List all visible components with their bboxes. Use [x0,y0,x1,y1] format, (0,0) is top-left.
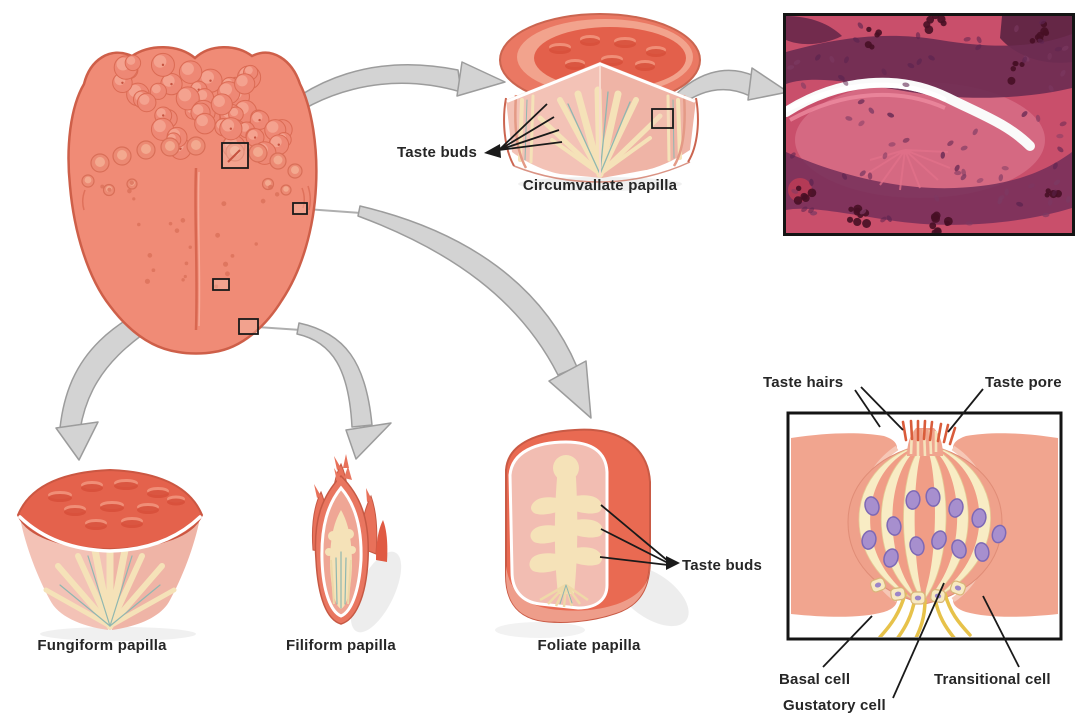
foliate-taste-bud-tree [529,455,603,608]
foliate-illustration [495,428,689,638]
taste-hairs-graphic [901,419,957,446]
label-transitional-cell: Transitional cell [934,671,1051,688]
marker-foliate-region [292,202,308,215]
arrow-tongue-to-filiform [256,322,392,460]
arrow-tongue-to-foliate [305,205,592,419]
median-sulcus [194,167,198,331]
label-fungiform-papilla: Fungiform papilla [37,637,167,654]
label-circumvallate-papilla: Circumvallate papilla [522,177,678,194]
gustatory-nuclei [861,487,1007,568]
taste-buds-circumvallate-pointers [484,103,563,158]
filiform-illustration [311,454,402,633]
circumvallate-illustration [499,13,701,191]
lateral-ridges [81,185,312,211]
fungiform-illustration [16,468,204,641]
taste-bud-cells [858,449,991,600]
micrograph-radiating-cells [864,149,951,191]
fungiform-taste-structures [43,543,177,630]
micrograph-cell-clusters [793,16,1062,233]
label-gustatory-cell: Gustatory cell [783,697,886,714]
label-filiform-papilla: Filiform papilla [286,637,396,654]
marker-circumvallate-taste-bud [651,108,674,129]
taste-hairs-pointer-2 [860,386,904,431]
taste-bud-illustration [786,411,1063,641]
pointer-lines [484,103,1020,699]
fungiform-surface-bumps [48,479,185,530]
taste-bud-box-border [786,411,1063,641]
taste-pore-pointer [947,388,984,433]
taste-hairs-pointer-1 [854,389,881,428]
label-taste-buds-foliate: Taste buds [682,557,763,574]
taste-buds-foliate-pointers [599,504,680,570]
marker-filiform-region [238,318,259,335]
tongue-anterior-dots [100,180,280,289]
gustatory-cell-pointer [892,582,945,699]
label-taste-pore: Taste pore [985,374,1062,391]
label-taste-hairs: Taste hairs [763,374,844,391]
transitional-cell-pointer [982,595,1020,668]
micrograph-image [783,13,1075,236]
micrograph-nuclei [787,19,1071,226]
label-basal-cell: Basal cell [779,671,851,688]
marker-fungiform-region [212,278,230,291]
tongue-illustration [67,46,318,355]
basal-cell-pointer [822,615,873,668]
micrograph-border [783,13,1075,236]
label-foliate-papilla: Foliate papilla [537,637,641,654]
label-taste-buds-circumvallate: Taste buds [397,144,478,161]
